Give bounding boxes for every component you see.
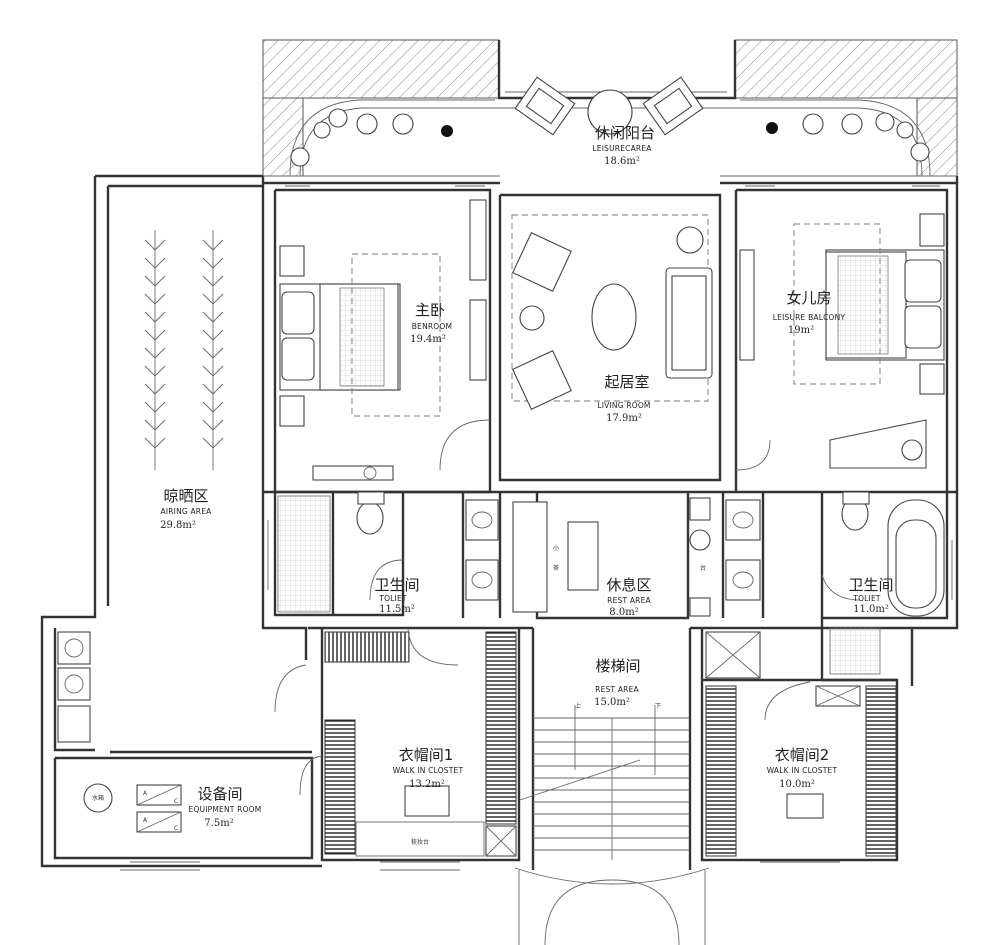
label-closet1-en: WALK IN CLOSTET (393, 766, 464, 775)
label-toilet-left-cn: 卫生间 (374, 576, 419, 594)
label-daughter-en: LEISURE BALCONY (773, 313, 846, 322)
label-toilet-left-en: TOLIET (378, 594, 407, 603)
label-stair-up: 上 (575, 702, 581, 710)
label-leisure-cn: 休闲阳台 (595, 124, 655, 142)
small-labels: 水箱 梳妆台 上 下 A C A C 小 茶 台 (92, 544, 706, 846)
label-master-cn: 主卧 (415, 301, 445, 319)
label-daughter-cn: 女儿房 (786, 289, 831, 307)
washing-machines (57, 631, 91, 743)
balcony-hatching (262, 39, 958, 177)
stair (514, 705, 710, 945)
label-rest-en: REST AREA (607, 596, 651, 605)
label-closet2-area: 10.0m² (779, 779, 815, 790)
label-toilet-left-area: 11.5m² (379, 604, 415, 615)
toilet-fixtures (277, 491, 945, 675)
label-stair-area: 15.0m² (594, 697, 630, 708)
label-cabinet-c2: C (174, 825, 178, 832)
label-equipment-area: 7.5m² (204, 818, 233, 829)
exterior-walls (40, 174, 959, 868)
label-master-en: BENROOM (412, 322, 452, 331)
label-airing-en: AIRING AREA (161, 507, 213, 516)
label-rest-area: 8.0m² (609, 607, 638, 618)
label-rest-right: 台 (700, 564, 706, 572)
plant-decor (290, 108, 930, 167)
label-leisure-area: 18.6m² (604, 156, 640, 167)
master-bed (279, 199, 487, 481)
label-rest-left2: 茶 (553, 564, 559, 572)
label-living-area: 17.9m² (606, 413, 642, 424)
label-living-en: LIVING ROOM (597, 401, 650, 410)
airing-racks (144, 230, 224, 470)
room-labels: 休闲阳台 LEISURECAREA 18.6m² 主卧 BENROOM 19.4… (160, 124, 893, 829)
label-dresser: 梳妆台 (411, 838, 429, 846)
label-closet1-cn: 衣帽间1 (399, 746, 454, 764)
label-closet2-en: WALK IN CLOSTET (767, 766, 838, 775)
label-closet1-area: 13.2m² (409, 779, 445, 790)
door-arcs (274, 419, 861, 796)
label-closet2-cn: 衣帽间2 (775, 746, 830, 764)
closet-hangers (324, 631, 897, 857)
label-cabinet-a2: A (143, 817, 148, 824)
label-airing-cn: 晾晒区 (163, 487, 208, 505)
label-equipment-cn: 设备间 (197, 785, 242, 803)
label-stair-en: REST AREA (595, 685, 639, 694)
label-water-tank: 水箱 (92, 794, 104, 802)
label-airing-area: 29.8m² (160, 520, 196, 531)
label-toilet-right-cn: 卫生间 (848, 576, 893, 594)
equipment-fixtures (83, 783, 182, 833)
rest-area-furniture (512, 497, 711, 617)
label-cabinet-a1: A (143, 790, 148, 797)
daughter-bed (739, 213, 945, 469)
label-rest-cn: 休息区 (606, 576, 651, 594)
label-master-area: 19.4m² (410, 334, 446, 345)
label-toilet-right-en: TOLIET (852, 594, 881, 603)
label-stair-cn: 楼梯间 (595, 657, 640, 675)
label-daughter-area: 19m² (788, 325, 814, 336)
label-leisure-en: LEISURECAREA (592, 144, 652, 153)
window-marks (120, 185, 953, 871)
label-stair-down: 下 (655, 703, 661, 710)
label-rest-left: 小 (553, 544, 559, 552)
label-living-cn: 起居室 (604, 373, 649, 391)
label-cabinet-c1: C (174, 798, 178, 805)
label-toilet-right-area: 11.0m² (853, 604, 889, 615)
living-room-furniture (511, 214, 713, 410)
balcony-chairs (514, 76, 704, 136)
label-equipment-en: EQUIPMENT ROOM (189, 805, 262, 814)
